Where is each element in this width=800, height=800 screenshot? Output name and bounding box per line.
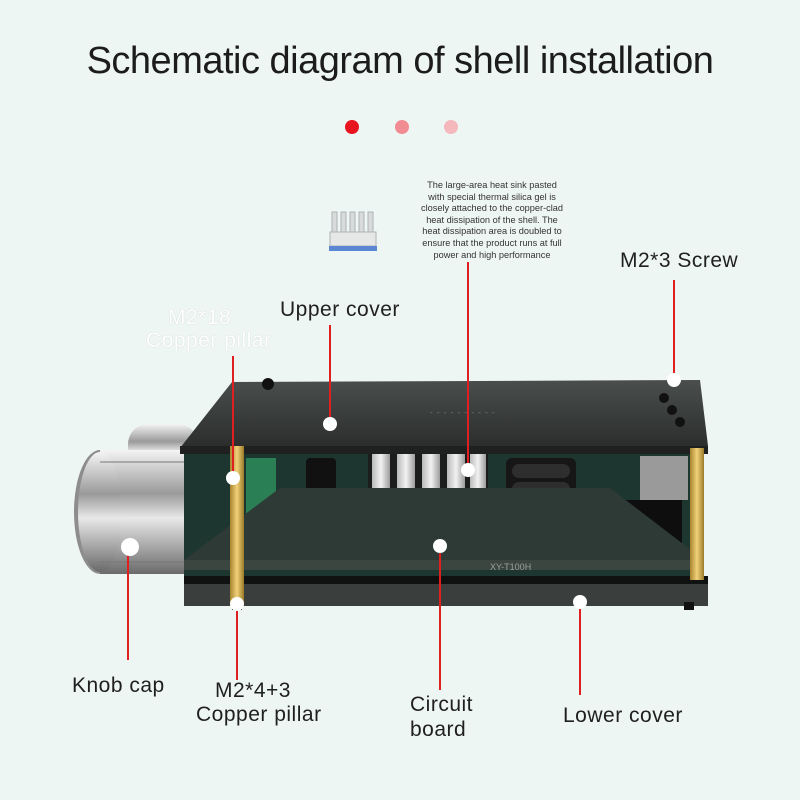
- label-screw: M2*3 Screw: [620, 249, 739, 272]
- heatsink-note-line: power and high performance: [433, 249, 551, 260]
- heatsink-note-line: The large-area heat sink pasted: [427, 180, 557, 190]
- label-lower-cover: Lower cover: [563, 704, 683, 727]
- copper-pillars: [230, 446, 704, 606]
- label-upper-cover: Upper cover: [280, 298, 400, 321]
- indicator-dot-2[interactable]: [395, 120, 409, 134]
- slide-indicator: [345, 120, 465, 136]
- heatsink-icon: [329, 211, 377, 251]
- heatsink-note-line: heat dissipation area is doubled to: [422, 226, 562, 237]
- label-knob-cap: Knob cap: [72, 674, 165, 697]
- label-pillar-4-line1: M2*4+3: [215, 679, 291, 702]
- indicator-dot-1[interactable]: [345, 120, 359, 134]
- board-marking: XY-T100H: [490, 562, 531, 572]
- knob-cap: [74, 424, 198, 574]
- heatsink-note: The large-area heat sink pasted with spe…: [392, 180, 592, 261]
- heatsink-note-line: closely attached to the copper-clad: [421, 203, 563, 214]
- leader-lines: [127, 262, 675, 695]
- label-pillar-18-line2: Copper pillar: [146, 329, 272, 352]
- indicator-dot-3[interactable]: [444, 120, 458, 134]
- callout-markers: [121, 373, 681, 611]
- label-pillar-18-line1: M2*18: [168, 306, 232, 329]
- heatsink-note-line: ensure that the product runs at full: [422, 237, 562, 248]
- label-circuit-line1: Circuit: [410, 693, 474, 716]
- svg-text:- - - - - - - - - -: - - - - - - - - - -: [430, 408, 496, 417]
- lower-cover: [184, 576, 708, 610]
- heatsink-note-line: heat dissipation of the shell. The: [426, 214, 558, 225]
- upper-cover: - - - - - - - - - -: [180, 378, 708, 454]
- label-pillar-4-line2: Copper pillar: [196, 703, 322, 726]
- circuit-board: XY-T100H: [184, 488, 704, 572]
- heatsink-note-line: with special thermal silica gel is: [428, 191, 556, 202]
- label-circuit-line2: board: [410, 718, 467, 741]
- page-title: Schematic diagram of shell installation: [86, 40, 714, 82]
